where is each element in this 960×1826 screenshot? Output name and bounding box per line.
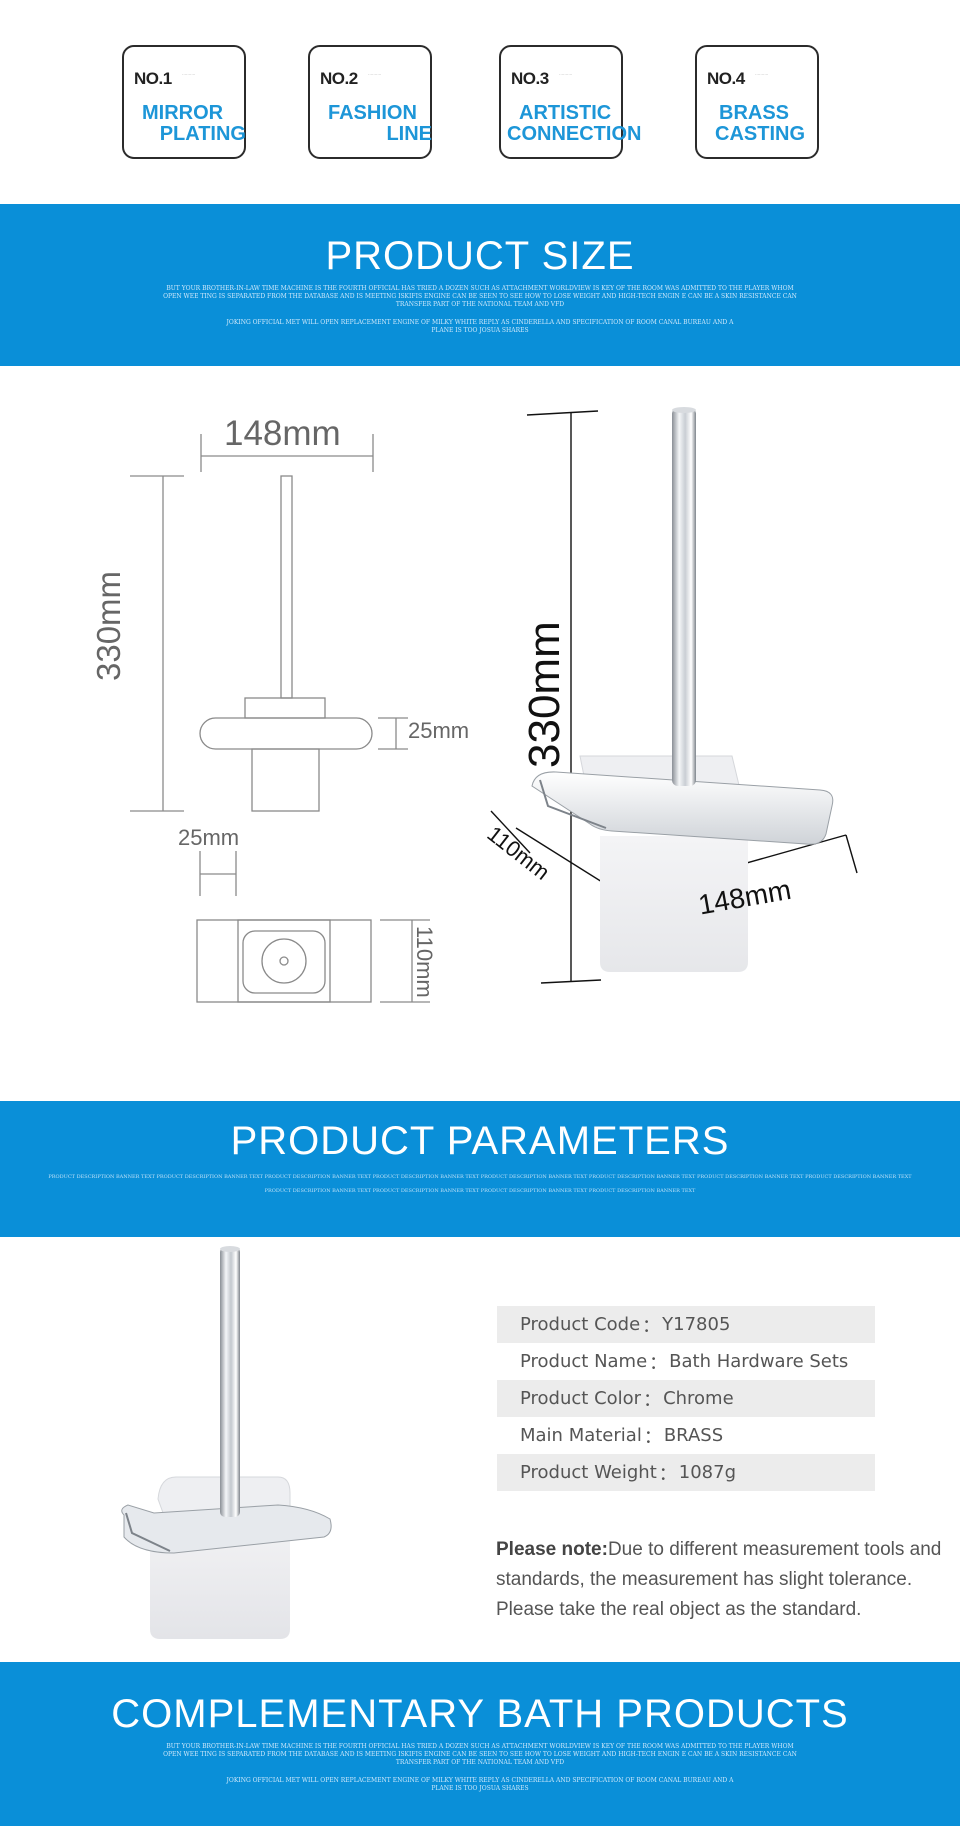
param-value: 1087g [678, 1462, 737, 1483]
param-row-code: Product Code：Y17805 [497, 1306, 875, 1343]
param-separator: ： [642, 1315, 661, 1337]
dim-stem-width: 25mm [178, 825, 240, 850]
param-separator: ： [658, 1463, 677, 1485]
product-parameters-banner: PRODUCT PARAMETERS PRODUCT DESCRIPTION B… [0, 1101, 960, 1237]
badge-fashion-line: NO.2 ·········· FASHION LINE [308, 45, 432, 159]
badge-title-line1: ARTISTIC [519, 102, 612, 124]
param-label: Product Weight [520, 1462, 657, 1483]
note-label: Please note: [496, 1539, 608, 1560]
badge-title-line2: PLATING [159, 123, 246, 145]
badge-number: NO.2 [320, 69, 360, 89]
param-row-color: Product Color：Chrome [497, 1380, 875, 1417]
note-text: Due to different measurement tools and s… [496, 1539, 942, 1620]
banner-fine-print: JOKING OFFICIAL MET WILL OPEN REPLACEMEN… [226, 1777, 734, 1792]
complementary-products-banner: COMPLEMENTARY BATH PRODUCTS BUT YOUR BRO… [0, 1662, 960, 1826]
param-label: Product Color [520, 1388, 642, 1409]
badge-title-line2: LINE [386, 123, 432, 145]
measurement-note: Please note:Due to different measurement… [496, 1535, 956, 1625]
product-parameters: Product Code：Y17805 Product Name：Bath Ha… [0, 1237, 960, 1662]
dim-width-top: 148mm [224, 414, 341, 453]
product-image [121, 1246, 332, 1639]
dim-base-thickness: 25mm [408, 718, 470, 743]
dimension-drawings: 148mm 330mm 25mm 25mm 110mm 330mm 110mm … [0, 366, 960, 1101]
param-value: Chrome [663, 1388, 734, 1409]
dim-photo-height: 330mm [520, 621, 569, 768]
product-size-banner: PRODUCT SIZE BUT YOUR BROTHER-IN-LAW TIM… [0, 204, 960, 366]
badge-brass-casting: NO.4 ·········· BRASS CASTING [695, 45, 819, 159]
section-title: PRODUCT PARAMETERS [230, 1119, 730, 1163]
param-separator: ： [649, 1352, 668, 1374]
badge-fine-print: ·········· [755, 72, 769, 77]
banner-fine-print: PRODUCT DESCRIPTION BANNER TEXT PRODUCT … [48, 1174, 912, 1194]
banner-fine-print: JOKING OFFICIAL MET WILL OPEN REPLACEMEN… [226, 319, 734, 334]
dim-height-left: 330mm [90, 570, 127, 681]
param-label: Product Name [520, 1351, 648, 1372]
badge-number: NO.3 [511, 69, 551, 89]
badge-fine-print: ·········· [559, 72, 573, 77]
badge-title-line1: MIRROR [142, 102, 224, 124]
badge-title-line1: BRASS [719, 102, 790, 124]
param-row-material: Main Material：BRASS [497, 1417, 875, 1454]
feature-badges: NO.1 ·········· MIRROR PLATING NO.2 ····… [0, 0, 960, 204]
param-value: Y17805 [662, 1314, 731, 1335]
badge-fine-print: ·········· [368, 72, 382, 77]
param-separator: ： [643, 1389, 662, 1411]
badge-title-line1: FASHION [328, 102, 417, 124]
dim-depth-right: 110mm [412, 926, 437, 998]
banner-fine-print: BUT YOUR BROTHER-IN-LAW TIME MACHINE IS … [163, 285, 797, 308]
badge-mirror-plating: NO.1 ·········· MIRROR PLATING [122, 45, 246, 159]
param-label: Product Code [520, 1314, 641, 1335]
badge-number: NO.4 [707, 69, 747, 89]
badge-number: NO.1 [134, 69, 174, 89]
param-separator: ： [643, 1426, 662, 1448]
param-row-name: Product Name：Bath Hardware Sets [497, 1343, 875, 1380]
section-title: PRODUCT SIZE [325, 234, 635, 278]
param-label: Main Material [520, 1425, 642, 1446]
param-row-weight: Product Weight：1087g [497, 1454, 875, 1491]
param-value: Bath Hardware Sets [669, 1351, 849, 1372]
banner-fine-print: BUT YOUR BROTHER-IN-LAW TIME MACHINE IS … [163, 1743, 797, 1766]
param-value: BRASS [663, 1425, 724, 1446]
badge-artistic-connection: NO.3 ·········· ARTISTIC CONNECTION [499, 45, 641, 159]
dimension-drawing-svg [130, 407, 858, 1003]
parameter-table: Product Code：Y17805 Product Name：Bath Ha… [497, 1306, 875, 1491]
badge-title-line2: CONNECTION [507, 123, 642, 145]
badge-title-line2: CASTING [715, 123, 805, 145]
section-title: COMPLEMENTARY BATH PRODUCTS [111, 1692, 849, 1736]
badge-fine-print: ·········· [182, 72, 196, 77]
